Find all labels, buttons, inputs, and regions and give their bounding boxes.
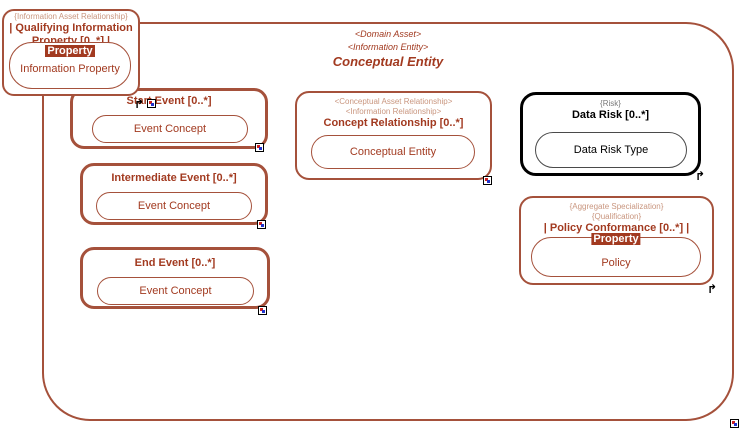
data-risk-box[interactable]: {Risk} Data Risk [0..*] Data Risk Type <box>520 92 701 176</box>
end-event-label: End Event [0..*] <box>134 257 216 269</box>
container-name: Conceptual Entity <box>332 54 444 69</box>
policy-property-chip: Property <box>591 233 641 245</box>
composite-diagram-icon[interactable] <box>730 419 739 428</box>
start-event-box[interactable]: Start Event [0..*] Event Concept <box>70 88 268 149</box>
composite-diagram-icon[interactable] <box>147 99 156 108</box>
information-property[interactable]: Property Information Property <box>9 42 131 89</box>
policy-label: Policy <box>601 257 631 269</box>
concept-relationship-target[interactable]: Conceptual Entity <box>311 135 475 169</box>
end-event-concept-label: Event Concept <box>139 285 212 297</box>
concept-relationship-stereotype-1: <Conceptual Asset Relationship> <box>334 97 453 106</box>
data-risk-type[interactable]: Data Risk Type <box>535 132 687 168</box>
information-property-label: Information Property <box>20 63 120 75</box>
data-risk-constraint: {Risk} <box>600 99 621 108</box>
container-header: <Domain Asset> <Information Entity> Conc… <box>44 28 732 70</box>
concept-relationship-target-label: Conceptual Entity <box>349 146 437 158</box>
composite-diagram-icon[interactable] <box>258 306 267 315</box>
qualify-label-line1: | Qualifying Information <box>9 22 133 34</box>
intermediate-event-concept-label: Event Concept <box>137 200 211 212</box>
container-stereotype-1: <Domain Asset> <box>354 29 422 39</box>
qualify-constraint: {Information Asset Relationship} <box>14 12 128 21</box>
concept-relationship-label: Concept Relationship [0..*] <box>323 117 464 129</box>
container-stereotype-2: <Information Entity> <box>347 42 429 52</box>
policy-conformance-box[interactable]: {Aggregate Specialization} {Qualificatio… <box>519 196 714 285</box>
start-event-concept-label: Event Concept <box>133 123 207 135</box>
data-risk-type-label: Data Risk Type <box>573 144 649 156</box>
policy-conformance-label: | Policy Conformance [0..*] | <box>543 222 690 234</box>
data-risk-label: Data Risk [0..*] <box>571 109 650 121</box>
navigate-arrow-icon[interactable]: ↱ <box>695 169 706 183</box>
intermediate-event-label: Intermediate Event [0..*] <box>111 172 237 184</box>
policy-property[interactable]: Property Policy <box>531 233 701 277</box>
end-event-box[interactable]: End Event [0..*] Event Concept <box>80 247 270 309</box>
end-event-concept[interactable]: Event Concept <box>97 277 254 305</box>
qualifying-information-property-box[interactable]: {Information Asset Relationship} | Quali… <box>2 9 140 96</box>
composite-diagram-icon[interactable] <box>257 220 266 229</box>
navigate-arrow-icon[interactable]: ↱ <box>707 282 718 296</box>
concept-relationship-box[interactable]: <Conceptual Asset Relationship> <Informa… <box>295 91 492 180</box>
intermediate-event-concept[interactable]: Event Concept <box>96 192 252 220</box>
policy-constraint-2: {Qualification} <box>591 212 642 221</box>
navigate-arrow-icon[interactable]: ↱ <box>134 97 145 111</box>
intermediate-event-box[interactable]: Intermediate Event [0..*] Event Concept <box>80 163 268 225</box>
concept-relationship-stereotype-2: <Information Relationship> <box>345 107 442 116</box>
start-event-concept[interactable]: Event Concept <box>92 115 248 143</box>
composite-diagram-icon[interactable] <box>483 176 492 185</box>
composite-diagram-icon[interactable] <box>255 143 264 152</box>
policy-constraint-1: {Aggregate Specialization} <box>569 202 664 211</box>
information-property-chip: Property <box>45 45 95 57</box>
